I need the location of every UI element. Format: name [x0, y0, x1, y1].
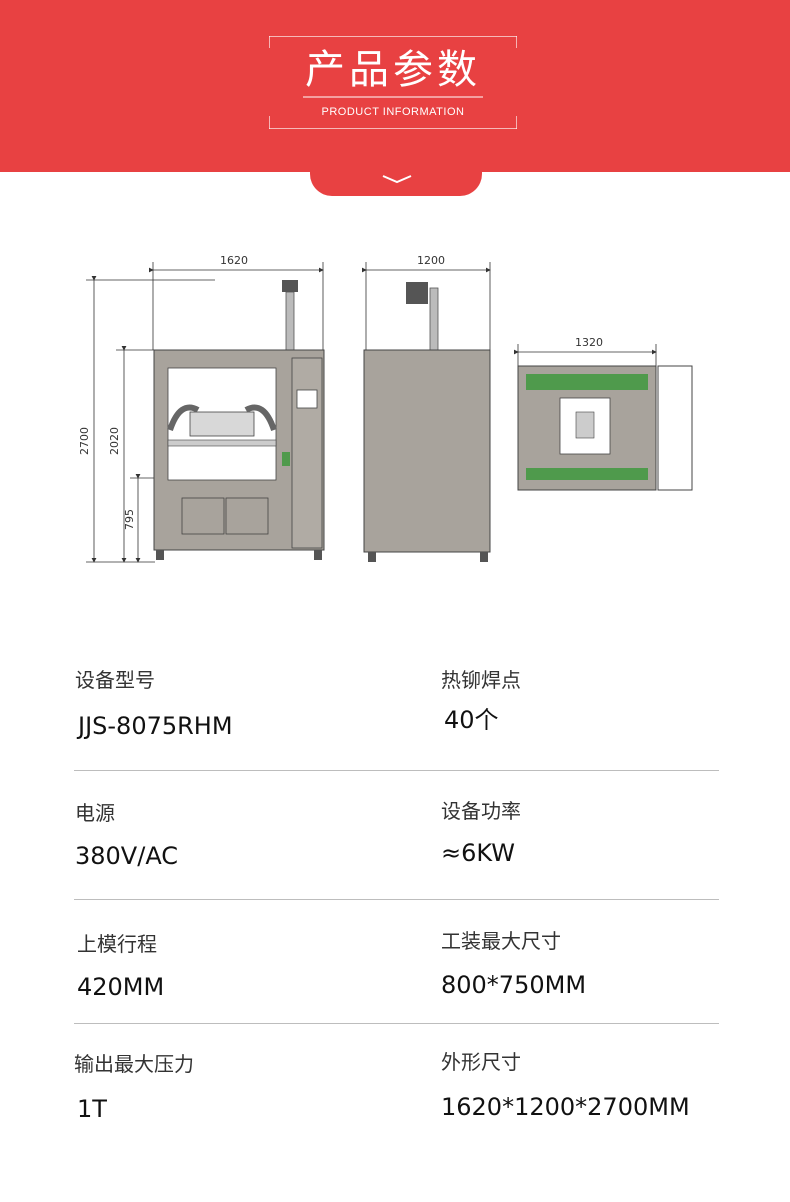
chevron-down-icon: [382, 175, 412, 184]
dim-side-width: 1200: [417, 254, 445, 267]
top-view: [517, 365, 693, 491]
dim-height-low: 795: [123, 509, 136, 530]
spec-label-weld-points: 热铆焊点: [441, 668, 521, 692]
front-view: [153, 280, 325, 560]
dim-top-width: 1320: [575, 336, 603, 349]
row-divider: [74, 1023, 719, 1024]
spec-label-power: 设备功率: [441, 799, 521, 823]
row-divider: [74, 899, 719, 900]
header-banner: [0, 0, 790, 172]
page-title: 产品参数: [305, 47, 481, 93]
spec-value-dimensions: 1620*1200*2700MM: [441, 1093, 690, 1121]
title-frame: [269, 36, 517, 129]
spec-label-stroke: 上模行程: [77, 932, 157, 956]
row-divider: [74, 770, 719, 771]
spec-value-model: JJS-8075RHM: [78, 712, 233, 740]
header-tab: [310, 150, 482, 196]
spec-label-dimensions: 外形尺寸: [441, 1050, 521, 1074]
spec-label-pressure: 输出最大压力: [74, 1052, 194, 1076]
spec-value-power-supply: 380V/AC: [75, 842, 179, 870]
machine-drawing: 2700 2020 795 1620 1200: [78, 254, 693, 563]
spec-value-fixture-size: 800*750MM: [441, 971, 587, 999]
spec-label-model: 设备型号: [75, 668, 155, 692]
spec-value-pressure: 1T: [77, 1095, 107, 1123]
dim-front-width: 1620: [220, 254, 248, 267]
spec-value-stroke: 420MM: [77, 973, 165, 1001]
dim-height-mid: 2020: [108, 427, 121, 455]
spec-label-power-supply: 电源: [75, 801, 115, 825]
page-subtitle: PRODUCT INFORMATION: [321, 106, 465, 118]
dim-height-total: 2700: [78, 427, 91, 455]
spec-value-power: ≈6KW: [441, 839, 515, 867]
side-view: [363, 282, 491, 562]
spec-label-fixture-size: 工装最大尺寸: [441, 929, 561, 953]
spec-value-weld-points: 40个: [444, 706, 499, 734]
